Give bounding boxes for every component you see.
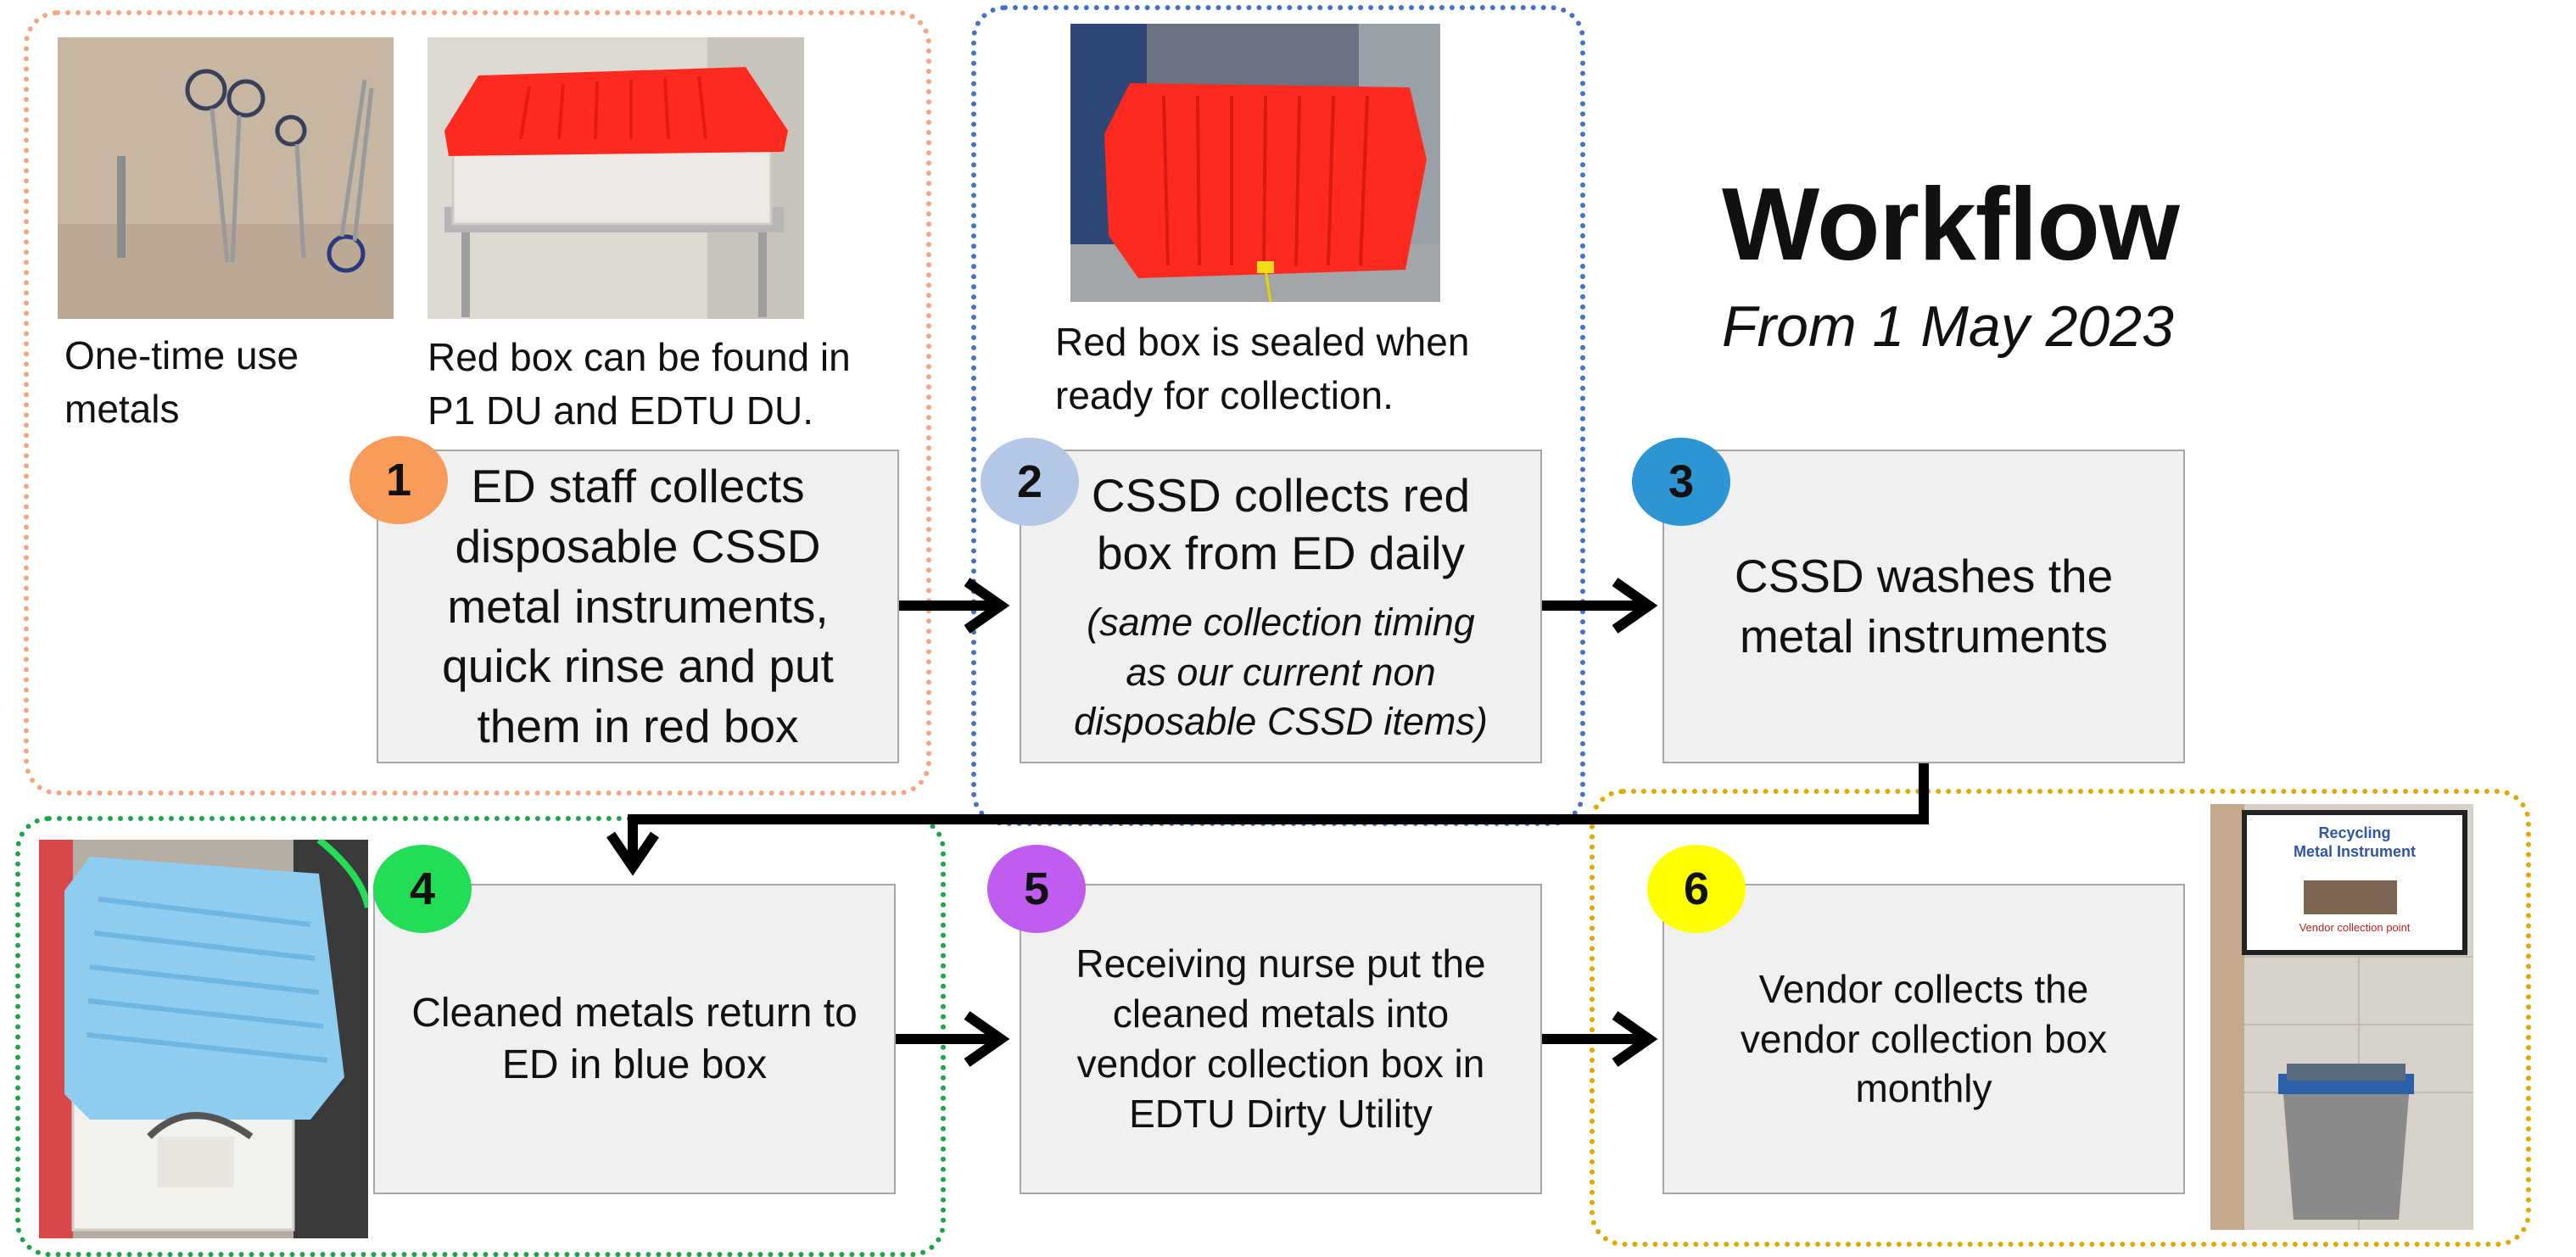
page-subtitle: From 1 May 2023: [1722, 294, 2174, 359]
step-4-text: Cleaned metals return to ED in blue box: [411, 990, 858, 1087]
step-5-badge: 5: [987, 845, 1086, 933]
arrow-down-icon: [606, 763, 1929, 876]
sign-line-1: Recycling: [2318, 824, 2391, 841]
sign-line-2: Metal Instrument: [2293, 843, 2417, 860]
step-2-badge: 2: [981, 438, 1079, 526]
step-5-box: Receiving nurse put the cleaned metals i…: [1020, 884, 1542, 1194]
step-5-text: Receiving nurse put the cleaned metals i…: [1076, 941, 1486, 1136]
metals-caption: One-time use metals: [64, 333, 299, 432]
step-2-box: CSSD collects red box from ED daily (sam…: [1020, 450, 1542, 763]
sign-line-3: Vendor collection point: [2299, 921, 2411, 934]
blue-box-photo: [39, 840, 368, 1238]
step-2-note: (same collection timing as our current n…: [1074, 601, 1488, 743]
step-3-text: CSSD washes the metal instruments: [1734, 550, 2114, 662]
group-step-1: [24, 10, 931, 796]
step-6-text: Vendor collects the vendor collection bo…: [1740, 966, 2108, 1111]
arrow-right-icon: [1542, 578, 1658, 634]
red-box-photo: [427, 37, 804, 319]
step-1-box: ED staff collects disposable CSSD metal …: [377, 450, 899, 763]
arrow-right-icon: [896, 1011, 1010, 1067]
page-title: Workflow: [1722, 166, 2180, 282]
step-4-badge: 4: [373, 845, 472, 933]
step-3-badge: 3: [1632, 438, 1730, 526]
step-6-box: Vendor collects the vendor collection bo…: [1662, 884, 2185, 1194]
step-3-box: CSSD washes the metal instruments: [1662, 450, 2185, 763]
sealed-red-box-photo: [1070, 24, 1440, 302]
step-4-box: Cleaned metals return to ED in blue box: [373, 884, 896, 1194]
step-2-text: CSSD collects red box from ED daily: [1091, 468, 1471, 580]
arrow-right-icon: [899, 578, 1010, 634]
red-box-location-caption: Red box can be found in P1 DU and EDTU D…: [427, 335, 851, 433]
arrow-right-icon: [1542, 1011, 1658, 1067]
step-1-text: ED staff collects disposable CSSD metal …: [442, 459, 834, 753]
red-box-sealed-caption: Red box is sealed when ready for collect…: [1055, 320, 1470, 418]
metal-instruments-photo: [58, 37, 394, 319]
step-6-badge: 6: [1647, 845, 1746, 933]
step-1-badge: 1: [349, 436, 448, 524]
vendor-bin-photo: Recycling Metal Instrument Vendor collec…: [2210, 804, 2473, 1230]
